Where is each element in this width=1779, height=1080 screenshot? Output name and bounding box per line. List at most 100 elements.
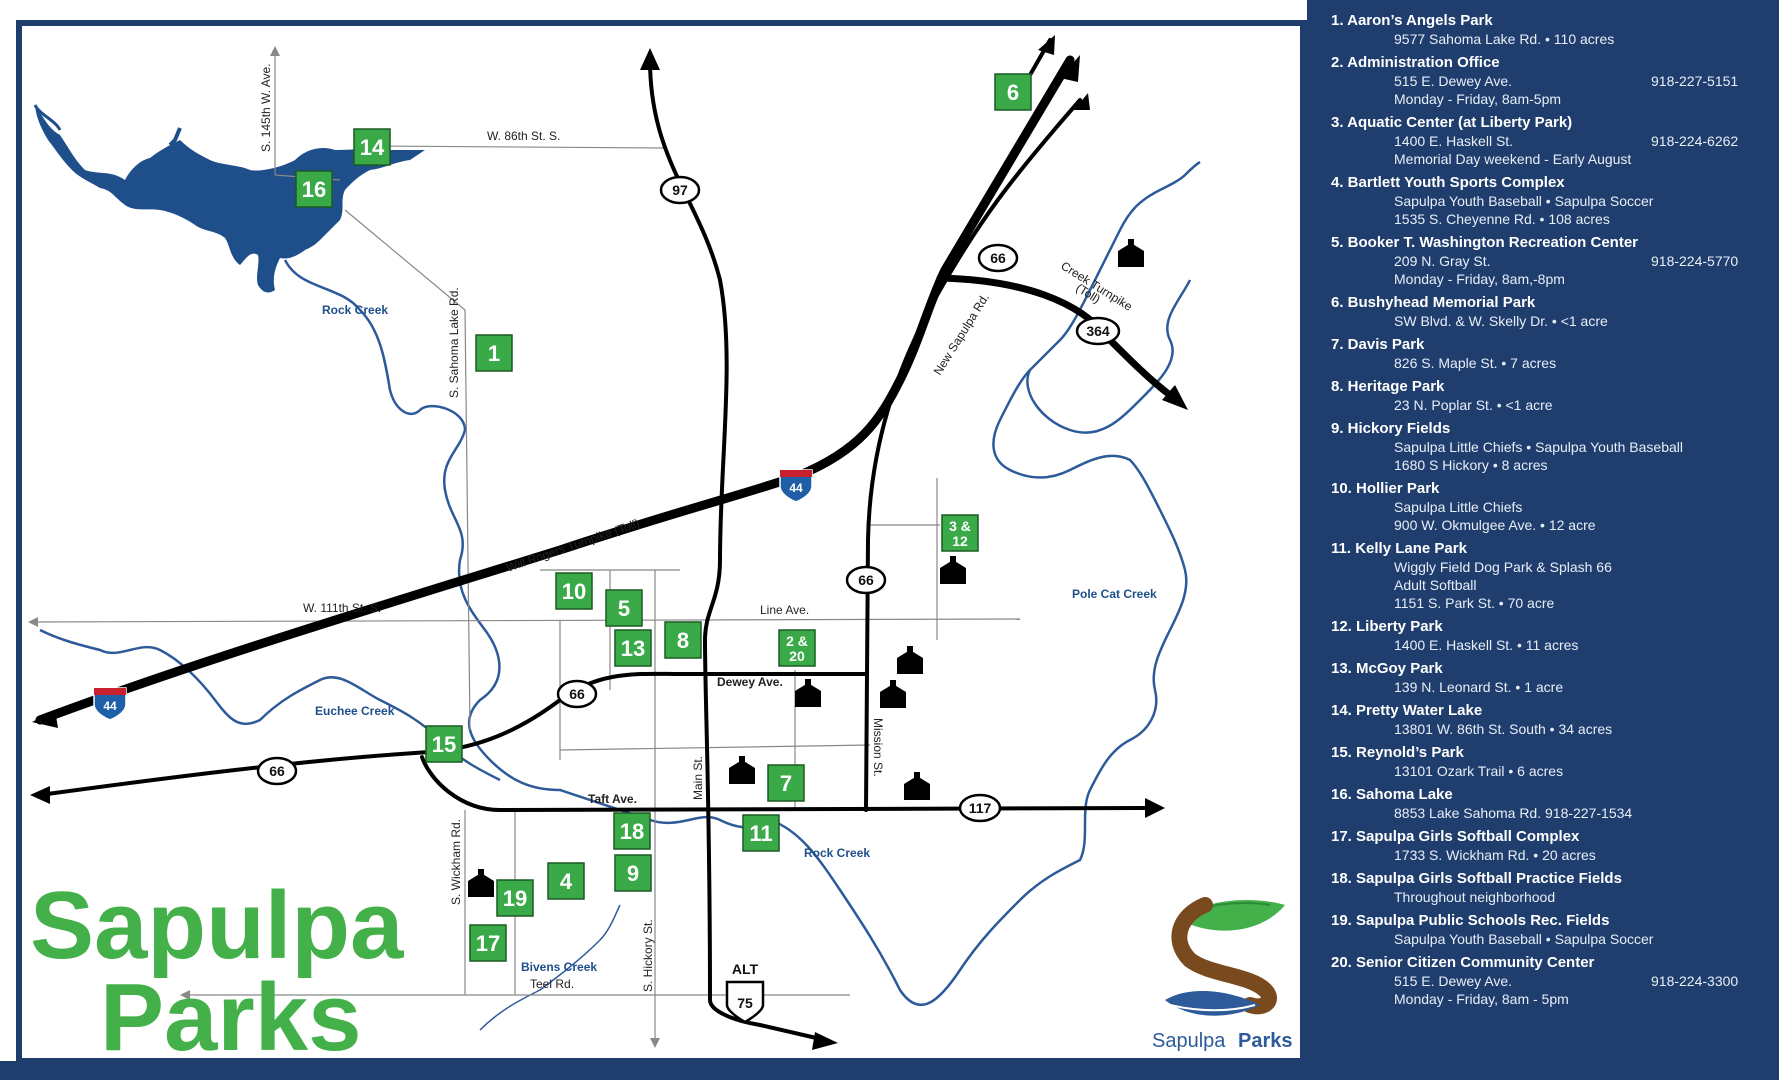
park-marker-14[interactable]: 14 xyxy=(353,128,391,166)
park-entry-detail: 515 E. Dewey Ave.918-224-3300 xyxy=(1331,972,1769,990)
park-entry-detail: 1400 E. Haskell St. • 11 acres xyxy=(1331,636,1769,654)
route-117-road xyxy=(420,755,1162,813)
rock-creek-label-east: Rock Creek xyxy=(804,846,870,860)
park-marker-3-12[interactable]: 3 &12 xyxy=(941,514,979,552)
park-entry-text: 8853 Lake Sahoma Rd. 918-227-1534 xyxy=(1394,805,1633,821)
will-rogers-label: Will Rogers Turnpike (Toll) xyxy=(504,516,641,575)
park-marker-15[interactable]: 15 xyxy=(425,725,463,763)
park-entry-detail: Monday - Friday, 8am-5pm xyxy=(1331,90,1769,108)
park-marker-16[interactable]: 16 xyxy=(295,170,333,208)
i44-road xyxy=(35,55,1075,725)
creek-turnpike-road xyxy=(936,274,1174,399)
rock-creek-path xyxy=(283,259,771,829)
new-sapulpa-label: New Sapulpa Rd. xyxy=(931,291,992,378)
wickham-label: S. Wickham Rd. xyxy=(449,819,463,905)
park-entry-detail: Monday - Friday, 8am - 5pm xyxy=(1331,990,1769,1008)
park-entry-detail: Sapulpa Little Chiefs • Sapulpa Youth Ba… xyxy=(1331,438,1769,456)
minor-road-arrows xyxy=(28,46,660,1048)
svg-text:ALT: ALT xyxy=(732,961,759,977)
park-marker-11[interactable]: 11 xyxy=(742,814,780,852)
park-marker-5[interactable]: 5 xyxy=(605,589,643,627)
s145-label: S. 145th W. Ave. xyxy=(259,64,273,153)
park-entry-text: Monday - Friday, 8am,-8pm xyxy=(1394,271,1565,287)
svg-text:364: 364 xyxy=(1086,323,1110,339)
title-line1: Sapulpa xyxy=(30,872,404,979)
svg-text:66: 66 xyxy=(858,572,874,588)
svg-text:6: 6 xyxy=(1007,80,1019,105)
dewey-label: Dewey Ave. xyxy=(717,675,783,689)
park-entry-title: 20. Senior Citizen Community Center xyxy=(1331,954,1595,971)
park-entry-detail: Memorial Day weekend - Early August xyxy=(1331,150,1769,168)
svg-text:15: 15 xyxy=(432,732,456,757)
park-entry-text: Wiggly Field Dog Park & Splash 66 xyxy=(1394,559,1612,575)
park-marker-13[interactable]: 13 xyxy=(614,629,652,667)
logo-brand-bold: Parks xyxy=(1238,1030,1293,1052)
park-entry-text: Sapulpa Little Chiefs xyxy=(1394,499,1523,515)
park-entry-detail: 1733 S. Wickham Rd. • 20 acres xyxy=(1331,846,1769,864)
park-entry-text: 515 E. Dewey Ave. xyxy=(1394,73,1513,89)
park-entry-detail: 8853 Lake Sahoma Rd. 918-227-1534 xyxy=(1331,804,1769,822)
park-entry-detail: Adult Softball xyxy=(1331,576,1769,594)
bivens-creek-label: Bivens Creek xyxy=(521,960,597,974)
park-entry-detail: 515 E. Dewey Ave.918-227-5151 xyxy=(1331,72,1769,90)
park-entry-text: Monday - Friday, 8am - 5pm xyxy=(1394,991,1569,1007)
building-icons xyxy=(468,239,1144,897)
park-marker-8[interactable]: 8 xyxy=(664,621,702,659)
building-icon xyxy=(880,680,906,708)
park-entry-text: 209 N. Gray St. xyxy=(1394,253,1491,269)
euchee-creek-label: Euchee Creek xyxy=(315,704,395,718)
route-66-shield: 66 xyxy=(845,565,887,595)
svg-text:1: 1 xyxy=(488,341,500,366)
svg-text:8: 8 xyxy=(677,628,689,653)
park-entry-detail: Sapulpa Little Chiefs xyxy=(1331,498,1769,516)
park-entry-text: Sapulpa Youth Baseball • Sapulpa Soccer xyxy=(1394,193,1654,209)
park-marker-18[interactable]: 18 xyxy=(613,812,651,850)
pole-cat-creek-label: Pole Cat Creek xyxy=(1072,587,1157,601)
park-entry-detail: Throughout neighborhood xyxy=(1331,888,1769,906)
svg-text:18: 18 xyxy=(620,819,644,844)
title-line2: Parks xyxy=(100,964,362,1071)
teel-label: Teel Rd. xyxy=(530,977,574,991)
park-marker-6[interactable]: 6 xyxy=(994,73,1032,111)
park-entry-text: 826 S. Maple St. • 7 acres xyxy=(1394,355,1557,371)
lake-arm xyxy=(168,127,182,147)
park-entry-text: 1680 S Hickory • 8 acres xyxy=(1394,457,1548,473)
park-marker-17[interactable]: 17 xyxy=(469,924,507,962)
route-97-road xyxy=(648,58,762,1027)
park-marker-10[interactable]: 10 xyxy=(555,572,593,610)
building-icon xyxy=(795,679,821,707)
park-entry-detail: 13101 Ozark Trail • 6 acres xyxy=(1331,762,1769,780)
creek-branch xyxy=(1026,279,1192,434)
svg-text:97: 97 xyxy=(672,182,688,198)
park-marker-19[interactable]: 19 xyxy=(496,879,534,917)
park-entry-title: 13. McGoy Park xyxy=(1331,660,1443,677)
park-entry-text: 1400 E. Haskell St. xyxy=(1394,133,1514,149)
svg-text:66: 66 xyxy=(990,250,1006,266)
park-marker-4[interactable]: 4 xyxy=(547,862,585,900)
park-entry-detail: 139 N. Leonard St. • 1 acre xyxy=(1331,678,1769,696)
park-entry-text: Sapulpa Youth Baseball • Sapulpa Soccer xyxy=(1394,931,1654,947)
svg-text:3 &: 3 & xyxy=(949,518,971,534)
park-entry-detail: 9577 Sahoma Lake Rd. • 110 acres xyxy=(1331,30,1769,48)
park-entry-detail: 1151 S. Park St. • 70 acre xyxy=(1331,594,1769,612)
park-marker-7[interactable]: 7 xyxy=(767,764,805,802)
park-marker-9[interactable]: 9 xyxy=(614,854,652,892)
building-icon xyxy=(729,756,755,784)
park-marker-1[interactable]: 1 xyxy=(475,334,513,372)
svg-text:19: 19 xyxy=(503,886,527,911)
park-marker-2-20[interactable]: 2 &20 xyxy=(778,629,816,667)
svg-text:117: 117 xyxy=(969,800,992,816)
park-entry-text: Throughout neighborhood xyxy=(1394,889,1556,905)
route-117-shield: 117 xyxy=(958,793,1002,823)
w86-label: W. 86th St. S. xyxy=(487,129,560,143)
building-icon xyxy=(468,869,494,897)
